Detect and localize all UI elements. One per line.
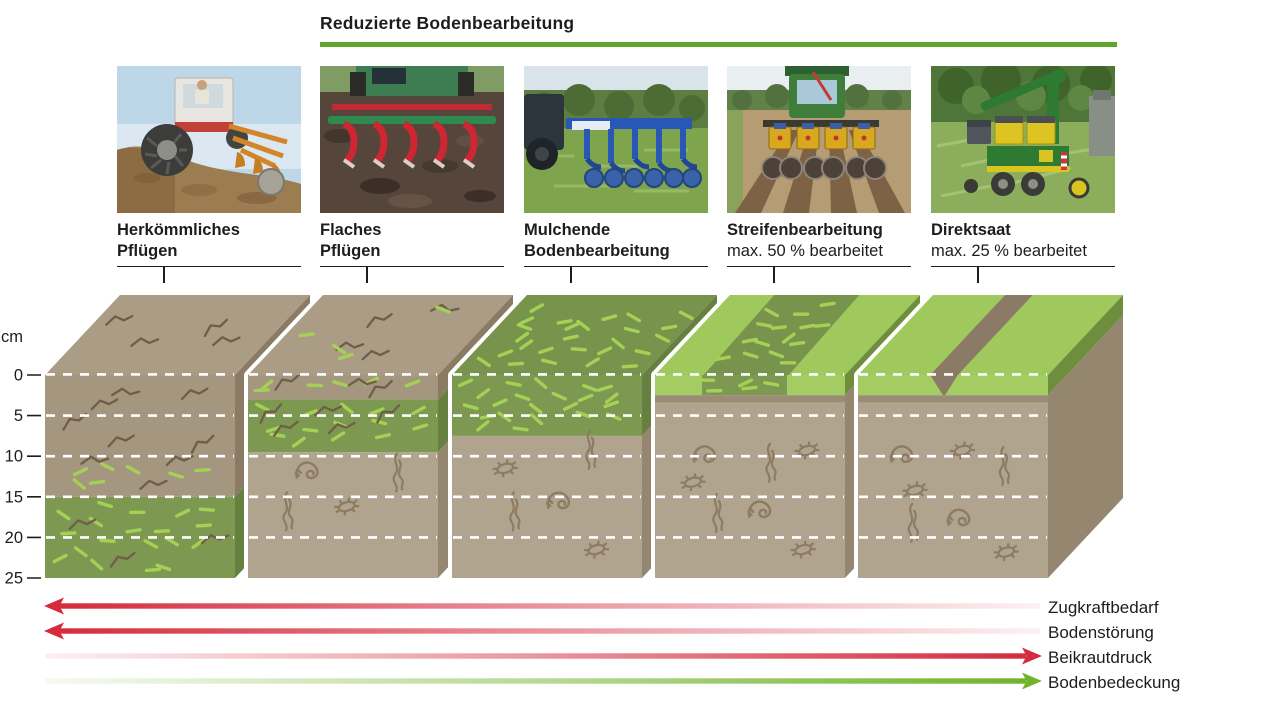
block-top-face xyxy=(248,295,513,375)
soil-microbe-icon xyxy=(334,497,360,516)
caption-line1: Streifenbearbeitung xyxy=(727,221,883,239)
caption-line2: max. 50 % bearbeitet xyxy=(727,242,883,260)
legend-zugkraftbedarf: Zugkraftbedarf xyxy=(1048,598,1159,617)
root-channel-icon xyxy=(282,491,294,532)
soil-blocks xyxy=(41,291,1127,582)
page-title: Reduzierte Bodenbearbeitung xyxy=(320,13,575,33)
soil-microbe-icon xyxy=(680,473,706,492)
root-channel-icon xyxy=(509,491,521,532)
caption-line2: Pflügen xyxy=(117,242,178,260)
legend-arrow-zugkraftbedarf xyxy=(44,597,1040,615)
soil-microbe-icon xyxy=(993,543,1019,562)
caption-rule xyxy=(931,266,1115,268)
block-top-face xyxy=(452,295,717,375)
axis-tick-25: 25 xyxy=(5,570,23,588)
legend-arrow-beikrautdruck xyxy=(45,647,1042,665)
soil-block-direktsaat xyxy=(854,291,1127,582)
caption-rule xyxy=(320,266,504,268)
caption-connector xyxy=(773,267,775,283)
caption-connector xyxy=(163,267,165,283)
block-front-face xyxy=(45,375,235,578)
earthworm-icon xyxy=(294,461,319,480)
axis-unit-label: cm xyxy=(1,328,23,346)
legend-arrow-bodenstörung xyxy=(44,622,1040,640)
block-top-face xyxy=(45,295,310,375)
caption-line1: Direktsaat xyxy=(931,221,1011,239)
caption-connector xyxy=(366,267,368,283)
earthworm-icon xyxy=(546,491,571,510)
legend-arrow-bodenbedeckung xyxy=(45,672,1042,690)
axis-tick-20: 20 xyxy=(5,529,23,547)
block-top-face xyxy=(858,295,1123,375)
photo-strip-till xyxy=(727,66,911,213)
root-channel-icon xyxy=(712,492,724,534)
legend-beikrautdruck: Beikrautdruck xyxy=(1048,648,1152,667)
caption-rule xyxy=(524,266,708,268)
gradient-arrows xyxy=(44,597,1042,690)
axis-tick-0: 0 xyxy=(14,367,23,385)
caption-connector xyxy=(977,267,979,283)
root-channel-icon xyxy=(392,452,404,493)
caption-direktsaat: Direktsaat max. 25 % bearbeitet xyxy=(931,220,1121,262)
soil-block-flaches-pfluegen xyxy=(244,291,517,582)
caption-rule xyxy=(117,266,301,268)
caption-line1: Herkömmliches xyxy=(117,221,240,239)
caption-line2: max. 25 % bearbeitet xyxy=(931,242,1087,260)
soil-microbe-icon xyxy=(583,540,610,559)
soil-microbe-icon xyxy=(949,441,976,460)
soil-microbe-icon xyxy=(790,540,816,559)
legend-bodenstoerung: Bodenstörung xyxy=(1048,623,1154,642)
reduced-tillage-underline xyxy=(320,42,1117,47)
photo-direct-seeder xyxy=(931,66,1115,213)
block-top-face xyxy=(655,295,920,375)
photo-conventional-plough xyxy=(117,66,301,213)
caption-line2: Pflügen xyxy=(320,242,381,260)
caption-connector xyxy=(570,267,572,283)
caption-rule xyxy=(727,266,911,268)
block-front-face xyxy=(858,375,1048,578)
root-channel-icon xyxy=(998,445,1011,487)
soil-microbe-icon xyxy=(902,481,928,500)
axis-tick-5: 5 xyxy=(14,407,23,425)
caption-flaches-pfluegen: Flaches Pflügen xyxy=(320,220,510,262)
axis-tick-15: 15 xyxy=(5,488,23,506)
block-front-face xyxy=(655,375,845,578)
caption-mulchende-bodenbearbeitung: Mulchende Bodenbearbeitung xyxy=(524,220,714,262)
soil-microbe-icon xyxy=(492,459,518,478)
earthworm-icon xyxy=(946,508,971,527)
caption-line2: Bodenbearbeitung xyxy=(524,242,670,260)
block-front-face xyxy=(452,375,642,578)
caption-herkoemmliches-pfluegen: Herkömmliches Pflügen xyxy=(117,220,307,262)
axis-tick-10: 10 xyxy=(5,448,23,466)
caption-streifenbearbeitung: Streifenbearbeitung max. 50 % bearbeitet xyxy=(727,220,917,262)
caption-line1: Flaches xyxy=(320,221,382,239)
root-channel-icon xyxy=(765,442,777,483)
caption-line1: Mulchende xyxy=(524,221,611,239)
legend-bodenbedeckung: Bodenbedeckung xyxy=(1048,673,1181,692)
photo-mulch-cultivator xyxy=(524,66,708,213)
depth-axis: cm 0 5 10 15 20 25 xyxy=(1,328,45,588)
earthworm-icon xyxy=(747,500,772,519)
block-front-face xyxy=(248,375,438,578)
photo-shallow-plough xyxy=(320,66,504,213)
